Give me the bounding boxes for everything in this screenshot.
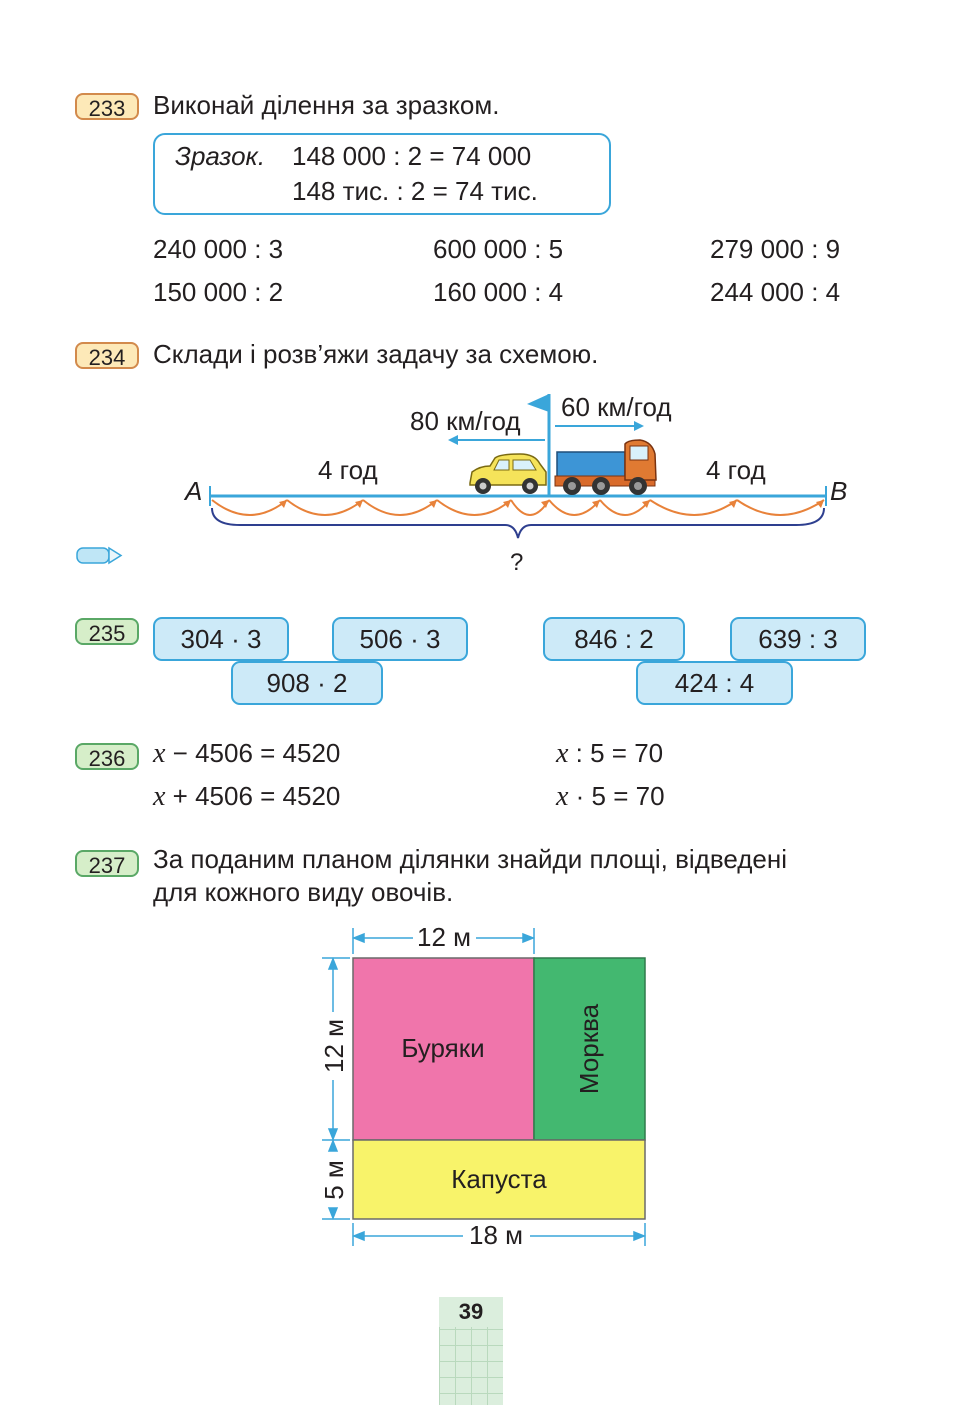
variable-x: x — [153, 738, 166, 769]
task-234-text: Склади і розв’яжи задачу за схемою. — [153, 339, 599, 369]
car-speed-label: 80 км/год — [410, 406, 521, 436]
equation-4: x · 5 = 70 — [556, 781, 665, 813]
equation-2-rest: + 4506 = 4520 — [165, 781, 341, 811]
page-number-tab: 39 — [439, 1297, 503, 1405]
time-right-label: 4 год — [706, 455, 766, 485]
equation-4-rest: · 5 = 70 — [568, 781, 665, 811]
question-mark: ? — [510, 549, 523, 576]
exercise-233-2: 600 000 : 5 — [433, 234, 564, 264]
point-b-label: B — [830, 476, 847, 506]
time-left-label: 4 год — [318, 455, 378, 485]
card-235-6: 424 : 4 — [636, 661, 793, 705]
carrot-plot — [533, 957, 646, 1141]
card-235-2: 506 · 3 — [332, 617, 468, 661]
card-235-1: 304 · 3 — [153, 617, 289, 661]
left-small-dimension-label: 5 м — [319, 1160, 349, 1200]
equation-3-rest: : 5 = 70 — [568, 738, 664, 768]
cabbage-plot — [352, 1139, 646, 1220]
card-235-3: 908 · 2 — [231, 661, 383, 705]
variable-x: x — [556, 738, 569, 769]
card-235-5: 639 : 3 — [730, 617, 866, 661]
truck-arrowhead — [634, 421, 644, 431]
top-dimension-label: 12 м — [417, 922, 471, 952]
exercise-233-4: 150 000 : 2 — [153, 277, 284, 307]
variable-x: x — [556, 781, 569, 812]
task-number-234: 234 — [75, 342, 139, 370]
task-number-236: 236 — [75, 743, 139, 771]
task-number-237: 237 — [75, 850, 139, 878]
garden-plan: 12 м 18 м 12 м 5 м Буряки Морква Капуста — [319, 922, 647, 1250]
beets-plot — [352, 957, 535, 1141]
variable-x: x — [153, 781, 166, 812]
equation-2: x + 4506 = 4520 — [153, 781, 340, 813]
equation-1-rest: − 4506 = 4520 — [165, 738, 341, 768]
sample-box: Зразок. 148 000 : 2 = 74 000 148 тис. : … — [153, 133, 611, 215]
task-237-line-2: для кожного виду овочів. — [153, 877, 454, 907]
sample-label: Зразок. — [175, 141, 266, 171]
sample-line-2: 148 тис. : 2 = 74 тис. — [292, 176, 538, 206]
pencil-icon — [76, 546, 123, 565]
beets-label: Буряки — [401, 1033, 484, 1063]
exercise-233-5: 160 000 : 4 — [433, 277, 564, 307]
left-dimension-label: 12 м — [319, 1019, 349, 1073]
flag-icon — [527, 394, 549, 412]
sample-line-1: 148 000 : 2 = 74 000 — [292, 141, 532, 171]
exercise-233-3: 279 000 : 9 — [710, 234, 841, 264]
motion-scheme: 80 км/год 60 км/год 4 год 4 год A B ? — [183, 392, 847, 576]
task-number-233: 233 — [75, 93, 139, 121]
equation-3: x : 5 = 70 — [556, 738, 663, 770]
task-number-235: 235 — [75, 618, 139, 646]
page-number: 39 — [439, 1297, 503, 1327]
car-arrowhead — [448, 435, 458, 445]
bottom-dimension-label: 18 м — [469, 1220, 523, 1250]
card-235-4: 846 : 2 — [543, 617, 685, 661]
truck-speed-label: 60 км/год — [561, 392, 672, 422]
car-icon — [469, 453, 547, 494]
exercise-233-6: 244 000 : 4 — [710, 277, 841, 307]
truck-icon — [554, 439, 657, 495]
task-237-line-1: За поданим планом ділянки знайди площі, … — [153, 844, 788, 874]
arc-arrowheads — [279, 500, 824, 508]
cabbage-label: Капуста — [451, 1164, 547, 1194]
point-a-label: A — [183, 476, 202, 506]
carrot-label: Морква — [574, 1003, 604, 1094]
equation-1: x − 4506 = 4520 — [153, 738, 340, 770]
task-233-text: Виконай ділення за зразком. — [153, 90, 500, 120]
exercise-233-1: 240 000 : 3 — [153, 234, 284, 264]
distance-brace — [211, 507, 825, 539]
